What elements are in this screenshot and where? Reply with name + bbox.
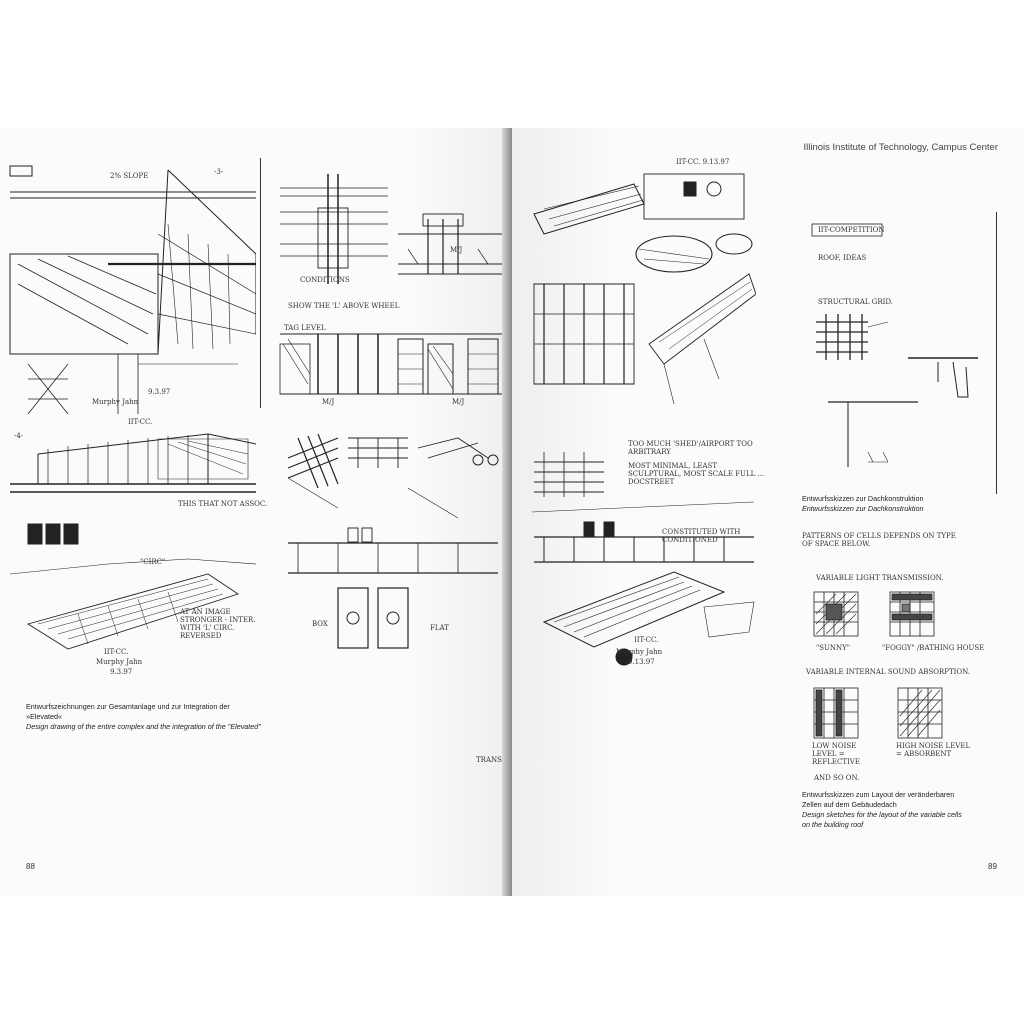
pattern-low-noise (813, 687, 859, 739)
too-much-note: TOO MUCH 'SHED'/AIRPORT TOO ARBITRARY (628, 440, 753, 456)
image-note: AT AN IMAGE STRONGER - INTER. WITH 'L' C… (180, 608, 256, 640)
pattern-sunny (813, 591, 859, 637)
right-page: Illinois Institute of Technology, Campus… (512, 128, 1024, 896)
date-bottom: 9.13.97 (628, 658, 655, 666)
signature-name-1: Murphy Jahn (92, 398, 139, 406)
signature-name-2: Murphy Jahn (96, 658, 143, 666)
slope-label: 2% SLOPE (110, 172, 149, 180)
flat-label: FLAT (430, 624, 449, 632)
cell-pattern-sketches (812, 590, 972, 750)
left-caption: Entwurfszeichnungen zur Gesamtanlage und… (26, 702, 266, 732)
competition-label: IIT-COMPETITION (818, 226, 885, 234)
show-note: SHOW THE 'L' ABOVE WHEEL (288, 302, 400, 310)
variable-light-label: VARIABLE LIGHT TRANSMISSION. (816, 574, 944, 582)
right-divider (996, 212, 997, 494)
roof-caption-en: Entwurfsskizzen zur Dachkonstruktion (802, 504, 924, 513)
iit-mark-2: IIT-CC. (104, 648, 129, 656)
cells-caption: Entwurfsskizzen zum Layout der veränderb… (802, 790, 1012, 830)
box-label: BOX (312, 620, 328, 628)
transition-label: TRANSITION (476, 756, 512, 764)
structural-grid-label: STRUCTURAL GRID. (818, 298, 893, 306)
variable-internal-label: VARIABLE INTERNAL SOUND ABSORPTION. (806, 668, 971, 676)
running-header: Illinois Institute of Technology, Campus… (803, 142, 999, 153)
signature-right: Murphy Jahn (616, 648, 663, 656)
sketch-roof-grid-studies (278, 428, 504, 664)
tag-level-label: TAG LEVEL (284, 324, 326, 332)
date-1: 9.3.97 (148, 388, 171, 396)
left-caption-de: Entwurfszeichnungen zur Gesamtanlage und… (26, 702, 230, 721)
pattern-note: PATTERNS OF CELLS DEPENDS ON TYPE OF SPA… (802, 532, 956, 548)
mj-mark-3: M/J (452, 398, 465, 406)
and-so-on-label: AND SO ON. (814, 774, 860, 782)
mj-mark-1: M/J (450, 246, 463, 254)
cells-caption-en-1: Design sketches for the layout of the va… (802, 810, 962, 819)
signature-1: IIT-CC. (128, 418, 153, 426)
roof-caption: Entwurfsskizzen zur Dachkonstruktion Ent… (802, 494, 1002, 514)
sketch-roof-options-b (524, 432, 756, 668)
page-number-right: 89 (988, 862, 997, 871)
roof-construction-notes (808, 222, 998, 482)
inst-note: THIS THAT NOT ASSOC. (178, 500, 268, 508)
mj-mark-2: M/J (322, 398, 335, 406)
page-number-left: 88 (26, 862, 35, 871)
sketch-roof-options-a (524, 164, 756, 410)
divider-line (260, 158, 261, 408)
iit-bottom: IIT-CC. (634, 636, 659, 644)
mark-3: -3- (214, 168, 224, 176)
foggy-label: "FOGGY" /BATHING HOUSE (882, 644, 985, 652)
roof-ideas-label: ROOF, IDEAS (818, 254, 867, 262)
cells-caption-en-2: on the building roof (802, 820, 864, 829)
most-minimal-note: MOST MINIMAL, LEAST SCULPTURAL, MOST SCA… (628, 462, 765, 486)
pattern-foggy (889, 591, 935, 637)
book-spread: IIT-CC. -3- 2% SLOPE Murphy Jahn 9.3.97 (0, 128, 1024, 896)
left-caption-en: Design drawing of the entire complex and… (26, 722, 261, 731)
left-page: IIT-CC. -3- 2% SLOPE Murphy Jahn 9.3.97 (0, 128, 512, 896)
date-top: IIT-CC. 9.13.97 (676, 158, 730, 166)
cells-caption-de-1: Entwurfsskizzen zum Layout der veränderb… (802, 790, 955, 799)
low-noise-label: LOW NOISE LEVEL = REFLECTIVE (812, 742, 860, 766)
roof-caption-de: Entwurfsskizzen zur Dachkonstruktion (802, 494, 924, 503)
pattern-high-noise (897, 687, 943, 739)
conditions-label: CONDITIONS (300, 276, 350, 284)
circ-label: "CIRC" (140, 558, 166, 566)
sketch-perspective-overview: IIT-CC. (8, 164, 256, 426)
sunny-label: "SUNNY" (816, 644, 851, 652)
cells-caption-de-2: Zellen auf dem Gebäudedach (802, 800, 897, 809)
sketch-elevated-integration (8, 424, 256, 660)
high-noise-label: HIGH NOISE LEVEL = ABSORBENT (896, 742, 971, 758)
sketch-section-studies (278, 164, 504, 408)
mark-4: -4- (14, 432, 24, 440)
date-2: 9.3.97 (110, 668, 133, 676)
constituted-note: CONSTITUTED WITH CONDITIONED (662, 528, 741, 544)
